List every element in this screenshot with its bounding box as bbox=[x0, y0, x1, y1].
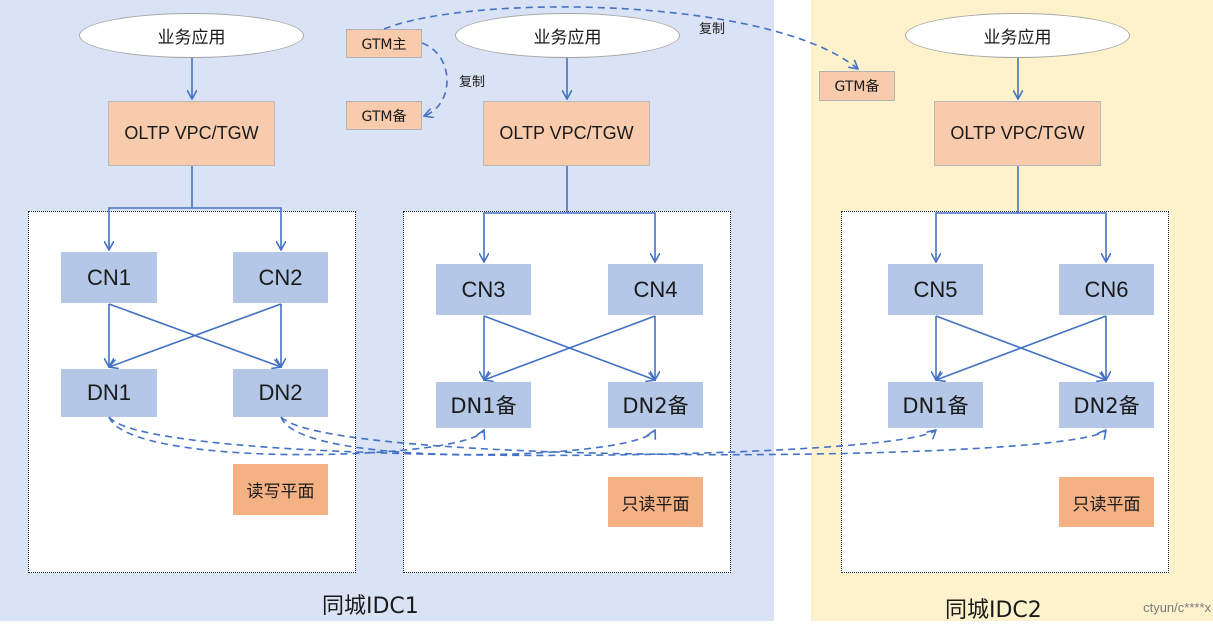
business-app-2: 业务应用 bbox=[455, 13, 680, 58]
node-cn3: CN3 bbox=[436, 264, 531, 315]
read-only-plane-idc1: 只读平面 bbox=[608, 477, 703, 527]
node-dn2-standby-idc2: DN2备 bbox=[1059, 382, 1154, 428]
gtm-primary: GTM主 bbox=[346, 29, 422, 58]
node-cn1: CN1 bbox=[61, 252, 157, 303]
node-cn2: CN2 bbox=[233, 252, 328, 303]
node-cn4: CN4 bbox=[608, 264, 703, 315]
node-dn1-standby-idc1: DN1备 bbox=[436, 382, 531, 428]
node-dn2-standby-idc1: DN2备 bbox=[608, 382, 703, 428]
gtm-standby-idc1: GTM备 bbox=[346, 101, 422, 130]
copy-label-remote: 复制 bbox=[699, 22, 726, 37]
idc1-label: 同城IDC1 bbox=[322, 594, 419, 619]
oltp-gateway-1: OLTP VPC/TGW bbox=[108, 101, 275, 166]
business-app-1: 业务应用 bbox=[79, 13, 304, 58]
oltp-gateway-2: OLTP VPC/TGW bbox=[483, 101, 650, 166]
oltp-gateway-3: OLTP VPC/TGW bbox=[934, 101, 1101, 166]
node-dn1: DN1 bbox=[61, 369, 157, 417]
node-dn1-standby-idc2: DN1备 bbox=[888, 382, 983, 428]
gtm-standby-idc2: GTM备 bbox=[819, 71, 895, 101]
copy-label-local: 复制 bbox=[459, 75, 486, 90]
node-dn2: DN2 bbox=[233, 369, 328, 417]
idc2-label: 同城IDC2 bbox=[945, 598, 1042, 623]
node-cn6: CN6 bbox=[1059, 264, 1154, 315]
watermark: ctyun/c****x bbox=[1143, 600, 1211, 615]
read-only-plane-idc2: 只读平面 bbox=[1059, 477, 1154, 527]
node-cn5: CN5 bbox=[888, 264, 983, 315]
read-write-plane: 读写平面 bbox=[233, 464, 328, 515]
business-app-3: 业务应用 bbox=[905, 13, 1130, 58]
